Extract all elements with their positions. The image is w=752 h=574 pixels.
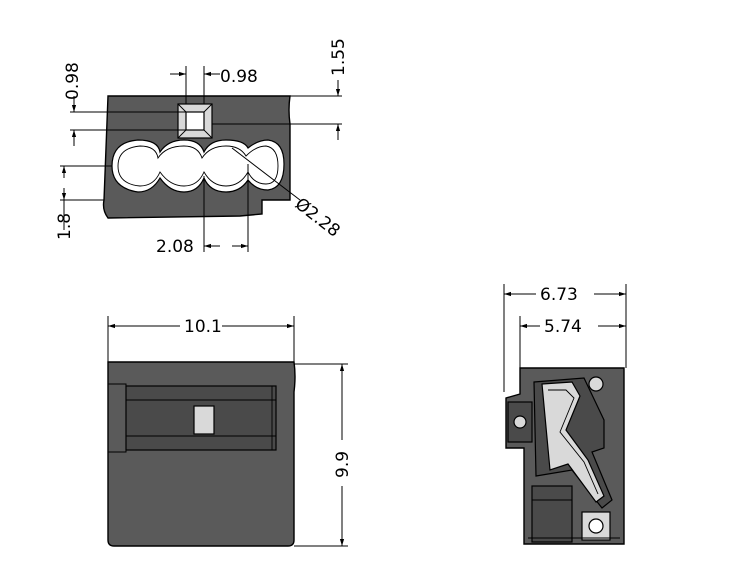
dim-top-offset: 1.55: [329, 38, 349, 76]
side-view-bottom-pocket: [581, 511, 611, 541]
wire-entry-holes: [111, 139, 285, 193]
top-dimension-lines: [107, 316, 348, 547]
dim-side-overall-width: 6.73: [540, 285, 578, 305]
wire-entry-holes-inner: [117, 145, 279, 187]
front-view: 0.98 0.98 1.55 1.8 2.08 Ø2.28: [55, 38, 349, 257]
dim-top-width: 10.1: [184, 317, 222, 337]
pocket-inner: [185, 111, 205, 131]
side-view-tab: [507, 401, 533, 443]
side-view-top-hole: [588, 376, 604, 392]
dim-pocket-height: 0.98: [63, 62, 83, 100]
side-view-bottom-hole: [588, 518, 604, 534]
dim-top-length: 9.9: [333, 451, 353, 478]
dim-side-inner-width: 5.74: [544, 317, 582, 337]
dim-hole-diameter: Ø2.28: [291, 194, 344, 241]
dim-hole-height: 1.8: [55, 213, 75, 240]
top-view-window: [193, 405, 215, 435]
side-view-lower-block: [531, 485, 573, 543]
dim-hole-pitch: 2.08: [156, 237, 194, 257]
side-view-tab-hole: [513, 415, 527, 429]
dim-pocket-width: 0.98: [220, 67, 258, 87]
side-dimension-lines: [503, 284, 627, 392]
top-view: 10.1 9.9: [107, 316, 353, 547]
front-dimension-lines: [60, 66, 342, 252]
side-view: 6.73 5.74: [503, 284, 627, 545]
